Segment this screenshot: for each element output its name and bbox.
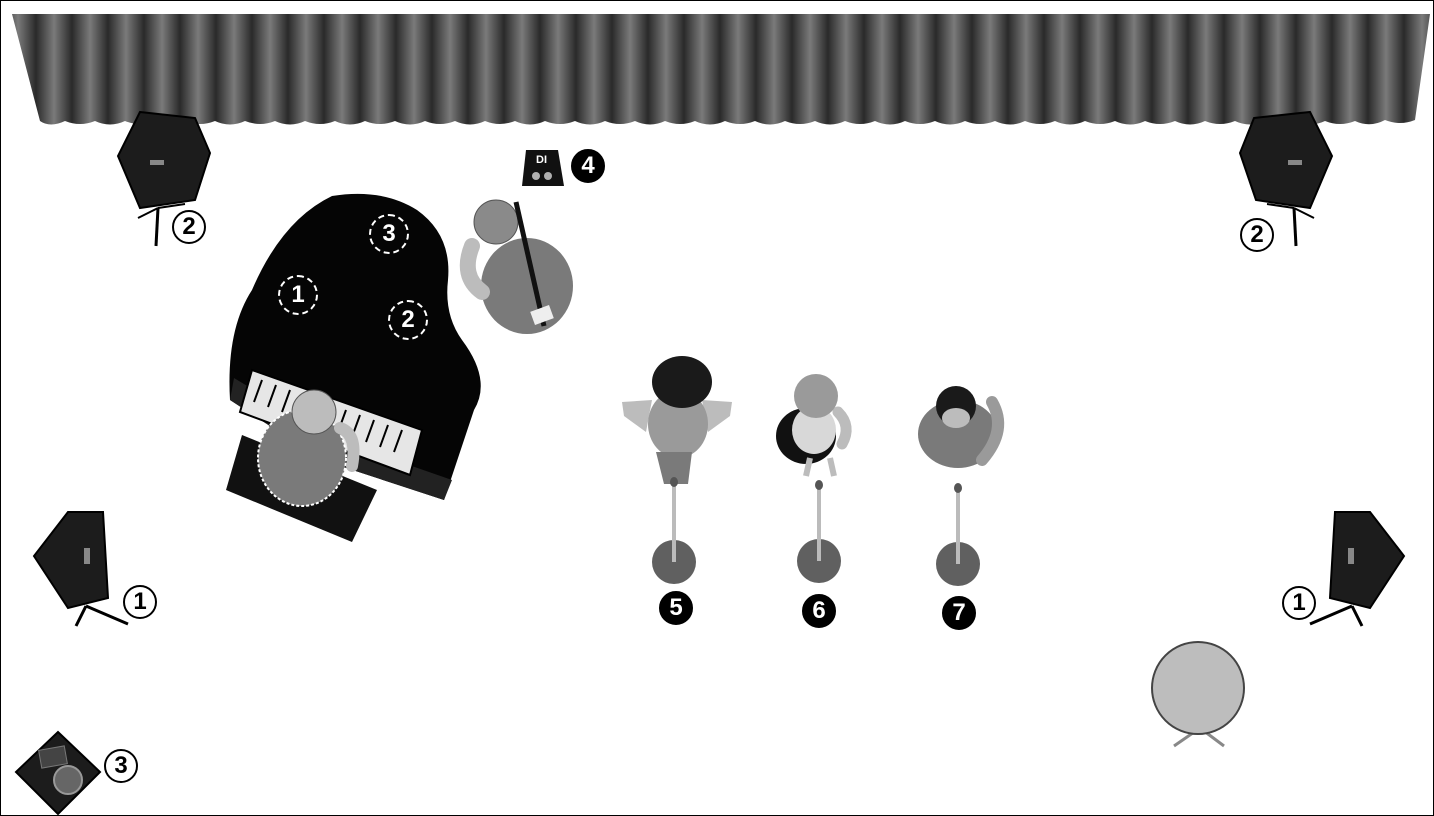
- monitor-label-right: 1: [1282, 586, 1316, 620]
- person-icon: [910, 382, 1010, 474]
- di-box-text: DI: [536, 154, 547, 166]
- piano-mic-label-1: 1: [278, 275, 318, 315]
- person-icon: [452, 196, 582, 342]
- di-box-label: 4: [571, 149, 605, 183]
- vocal-mic-label-7: 7: [942, 596, 976, 630]
- microphone-stand-icon: [648, 474, 700, 586]
- piano-mic-label-3: 3: [369, 214, 409, 254]
- person-icon: [768, 372, 858, 480]
- person-icon: [612, 356, 742, 488]
- person-icon: [256, 386, 366, 512]
- piano-mic-label-2: 2: [388, 300, 428, 340]
- floor-wedge-icon: [12, 728, 104, 816]
- vocal-mic-label-5: 5: [659, 591, 693, 625]
- monitor-speaker-icon: [28, 508, 138, 630]
- main-speaker-label-left: 2: [172, 210, 206, 244]
- di-box-icon: DI: [520, 148, 566, 190]
- monitor-label-left: 1: [123, 585, 157, 619]
- microphone-stand-icon: [932, 480, 984, 592]
- round-table-icon: [1146, 642, 1252, 748]
- vocal-mic-label-6: 6: [802, 594, 836, 628]
- floor-wedge-label: 3: [104, 749, 138, 783]
- monitor-speaker-icon: [1300, 508, 1410, 630]
- main-speaker-label-right: 2: [1240, 218, 1274, 252]
- microphone-stand-icon: [793, 477, 845, 589]
